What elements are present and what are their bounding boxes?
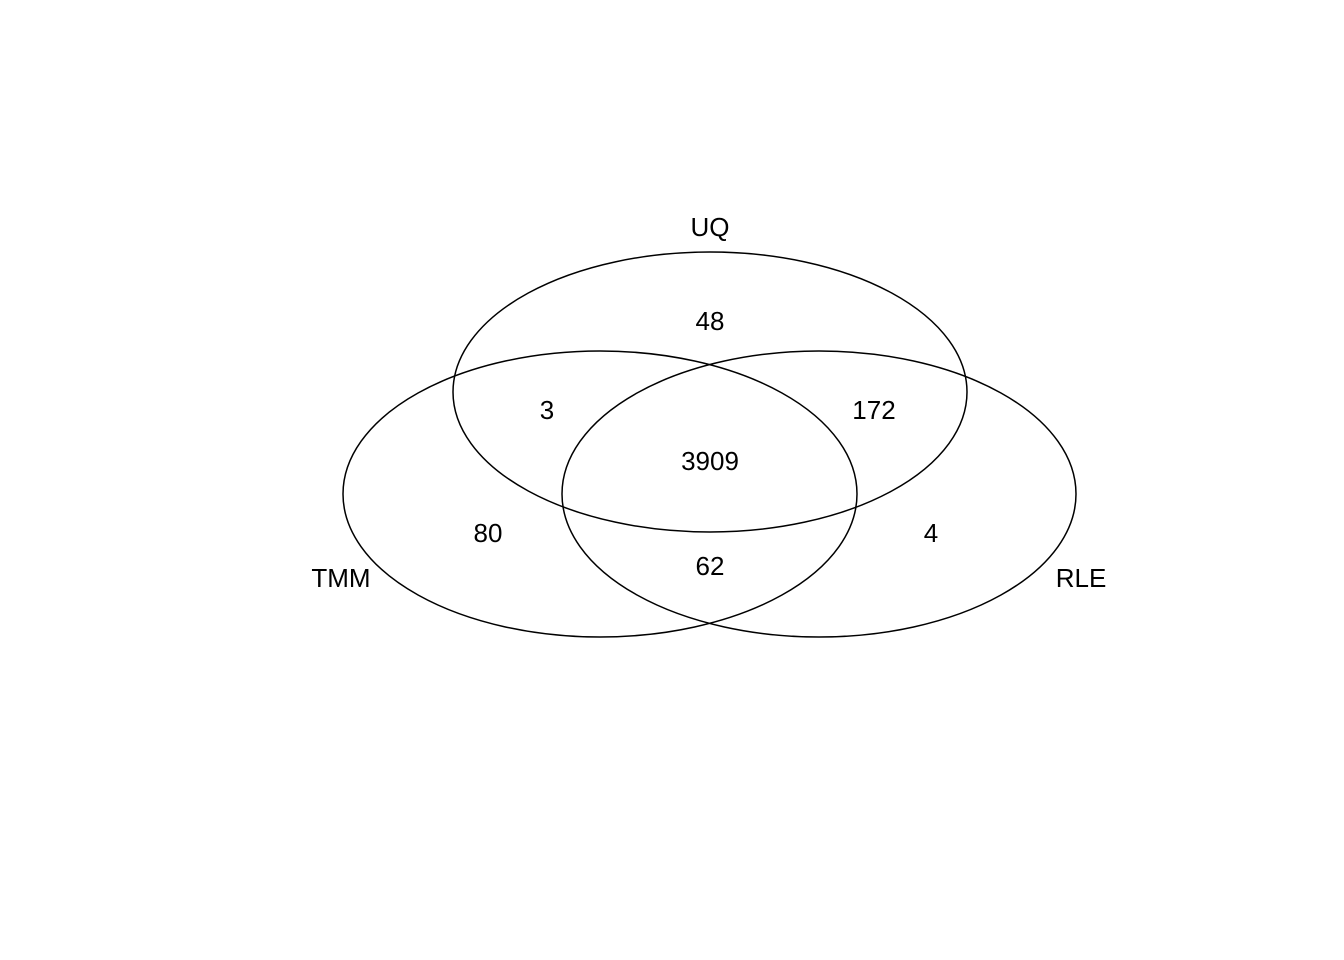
tmm-only-count: 80 [474, 518, 503, 548]
rle-set-ellipse [561, 350, 1077, 638]
uq-only-count: 48 [696, 306, 725, 336]
uq-rle-count: 172 [852, 395, 895, 425]
uq-tmm-count: 3 [540, 395, 554, 425]
rle-only-count: 4 [924, 518, 938, 548]
uq-set-label: UQ [691, 212, 730, 242]
tmm-rle-count: 62 [696, 551, 725, 581]
all-three-count: 3909 [681, 446, 739, 476]
uq-set-ellipse [452, 251, 968, 533]
rle-set-label: RLE [1056, 563, 1107, 593]
tmm-set-label: TMM [311, 563, 370, 593]
tmm-set-ellipse [342, 350, 858, 638]
